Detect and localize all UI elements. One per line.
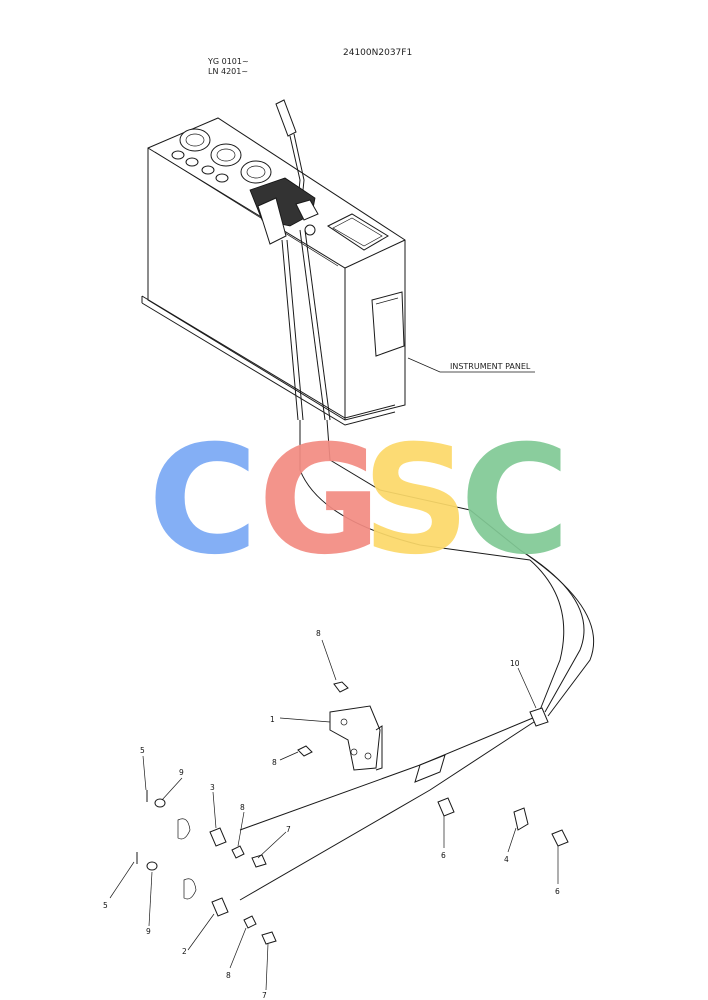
callout-8-d: 8 [226, 971, 231, 980]
nut-part-8-b [297, 745, 313, 757]
washer-part-9-a [154, 798, 166, 808]
callout-2: 2 [182, 947, 187, 956]
callout-7-a: 7 [286, 825, 291, 834]
callout-7-b: 7 [262, 991, 267, 1000]
clamp-part-4 [513, 807, 529, 831]
bolt-part-7-b [261, 931, 277, 945]
nut-part-8-d [243, 915, 257, 929]
callout-8-a: 8 [316, 629, 321, 638]
callout-6-a: 6 [441, 851, 446, 860]
watermark-letter-g: G [258, 414, 381, 588]
drawing-code: 24100N2037F1 [343, 48, 412, 58]
serial-range-1: YG 0101~ [207, 57, 249, 66]
callout-10: 10 [510, 659, 520, 668]
clip-a [177, 818, 191, 840]
instrument-panel [141, 117, 406, 426]
serial-range-2: LN 4201~ [208, 67, 248, 76]
callout-4: 4 [504, 855, 509, 864]
nut-part-8-a [333, 681, 349, 693]
clip-b [183, 878, 197, 900]
instrument-panel-label: INSTRUMENT PANEL [450, 362, 531, 371]
cable-end-part-3 [209, 827, 227, 847]
clamp-part-10 [529, 707, 549, 727]
watermark-letter-c2: C [460, 414, 570, 588]
instrument-panel-leader [407, 357, 535, 373]
nut-part-8-c [231, 845, 245, 859]
watermark-letter-c1: C [148, 414, 258, 588]
callout-8-b: 8 [272, 758, 277, 767]
throttle-lever [249, 99, 319, 245]
callout-9-a: 9 [179, 768, 184, 777]
control-cables [239, 229, 595, 901]
watermark-logo: C G S C [148, 414, 570, 588]
washer-part-9-b [146, 861, 158, 871]
leader-lines [109, 639, 559, 991]
bolt-part-6-a [437, 797, 455, 817]
cable-end-part-2 [211, 897, 229, 917]
watermark-letter-s: S [362, 414, 470, 588]
bolt-part-7-a [251, 854, 267, 868]
callout-9-b: 9 [146, 927, 151, 936]
callout-3: 3 [210, 783, 215, 792]
callout-5-b: 5 [103, 901, 108, 910]
callout-5-a: 5 [140, 746, 145, 755]
bolt-part-6-b [551, 829, 569, 847]
bracket-part-1 [329, 705, 383, 771]
callout-8-c: 8 [240, 803, 245, 812]
callout-1: 1 [270, 715, 275, 724]
callout-6-b: 6 [555, 887, 560, 896]
